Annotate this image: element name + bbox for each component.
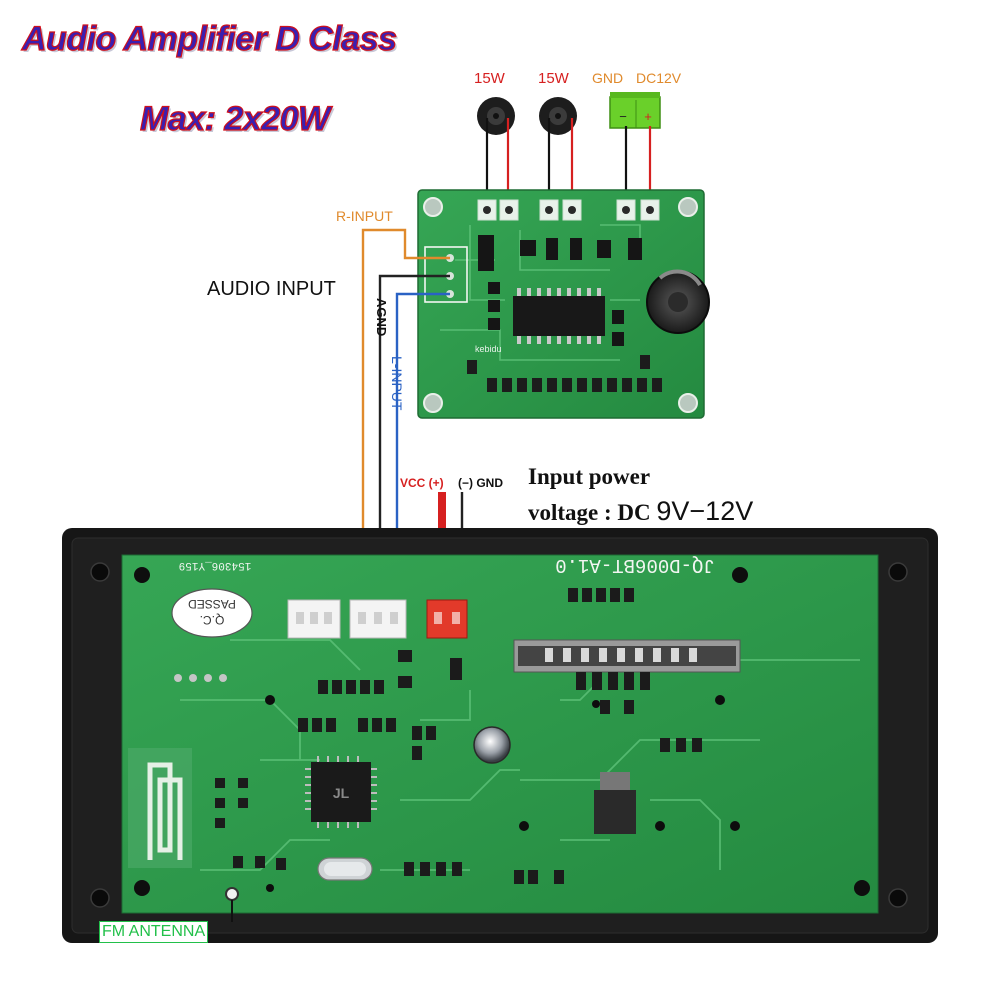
amplifier-ic-chip	[513, 288, 605, 344]
dc-power-terminal	[609, 92, 661, 129]
audio-output-connector	[349, 599, 407, 639]
connector-jack	[287, 599, 341, 639]
dc-plus-sign: +	[644, 109, 652, 124]
bluetooth-chip	[305, 756, 377, 828]
electrolytic-capacitor	[473, 726, 511, 764]
chip-logo-text: JL	[333, 785, 350, 801]
bluetooth-antenna	[128, 748, 192, 868]
voltage-value: 9V−12V	[656, 496, 754, 526]
qc-sticker	[171, 588, 253, 638]
agnd-label: AGND	[374, 298, 389, 337]
gnd-label: GND	[592, 70, 624, 86]
qc-label-text: Q.C.	[200, 613, 225, 627]
amp-board-silkscreen: kebidu	[475, 344, 502, 354]
fm-antenna-pad	[225, 887, 239, 901]
qc-passed-text: PASSED	[188, 597, 236, 611]
audio-input-wires	[361, 228, 450, 590]
power-input-connector	[426, 599, 468, 639]
board-model-text: JQ-D006BT-A1.0	[555, 554, 715, 576]
vcc-label: VCC (+)	[400, 476, 444, 490]
fm-antenna-label: FM ANTENNA	[99, 921, 209, 943]
r-input-label: R-INPUT	[336, 208, 393, 224]
player-module	[62, 528, 938, 943]
dc12v-label: DC12V	[636, 70, 682, 86]
dc-minus-sign: −	[619, 109, 627, 124]
title-line-1: Audio Amplifier D Class	[21, 19, 397, 58]
input-power-label: Input power	[528, 464, 651, 489]
voltage-regulator	[594, 772, 636, 834]
voltage-prefix: voltage : DC	[528, 500, 651, 525]
sd-card-slot	[513, 639, 741, 673]
speaker-left-label: 15W	[474, 70, 505, 87]
speaker-right-label: 15W	[538, 70, 569, 87]
audio-input-label: AUDIO INPUT	[207, 278, 336, 300]
speaker-left-icon	[477, 97, 515, 135]
amplifier-board	[417, 189, 710, 419]
capacitor-icon	[646, 269, 710, 334]
crystal-oscillator	[317, 857, 373, 881]
input-voltage-label: voltage : DC 9V−12V	[528, 496, 753, 527]
title-line-2: Max: 2x20W	[139, 99, 330, 138]
l-input-label: L-INPUT	[389, 356, 405, 411]
board-serial-text: 154306_Y159	[179, 559, 252, 571]
gnd-input-label: (−) GND	[458, 476, 503, 490]
